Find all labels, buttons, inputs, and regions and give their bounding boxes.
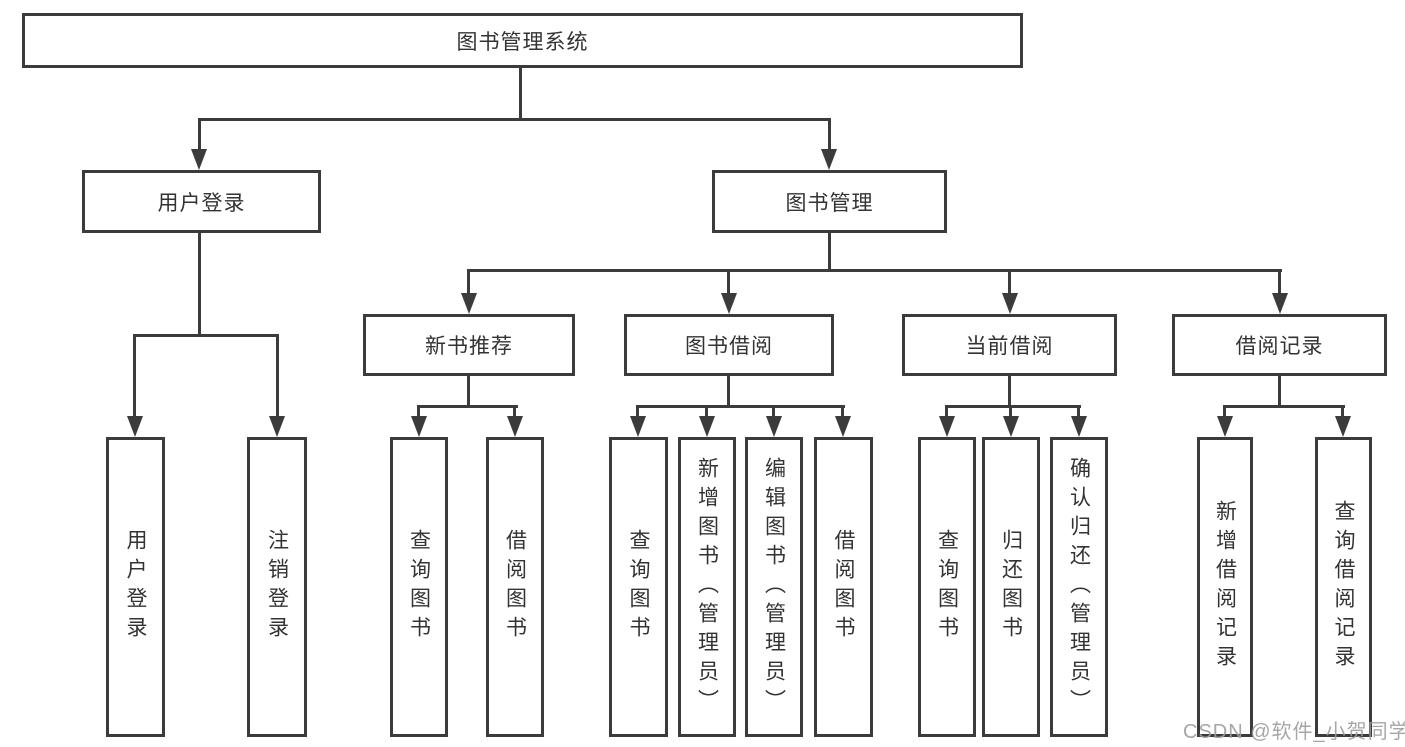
leaf-newbooks-borrow-books: 借阅图书 — [486, 437, 544, 737]
leaf-newbooks-query-books: 查询图书 — [390, 437, 448, 737]
connector-userlogin-stem — [198, 233, 201, 336]
connector-newbooks-stem — [467, 376, 470, 407]
node-library-management-system: 图书管理系统 — [22, 13, 1023, 68]
connector-bookmgmt-arm — [467, 269, 470, 295]
leaf-label: 归还图书 — [999, 529, 1023, 645]
arrow-down-icon — [835, 416, 851, 437]
connector-current-arm — [1009, 405, 1012, 419]
connector-newbooks-arm — [513, 405, 516, 419]
leaf-label: 借阅图书 — [832, 529, 855, 645]
connector-root-left-arm — [198, 118, 201, 152]
connector-userlogin-arm — [276, 334, 279, 419]
connector-root-right-arm — [828, 118, 831, 152]
connector-current-arm — [945, 405, 948, 419]
leaf-label: 查询图书 — [407, 529, 431, 645]
arrow-down-icon — [1002, 293, 1018, 314]
arrow-down-icon — [721, 293, 737, 314]
leaf-borrowing-edit-books-admin: 编辑图书（管理员） — [745, 437, 803, 737]
leaf-current-return-books: 归还图书 — [982, 437, 1040, 737]
leaf-current-query-books: 查询图书 — [918, 437, 976, 737]
connector-bookmgmt-stem — [828, 233, 831, 271]
leaf-logout: 注销登录 — [247, 437, 307, 737]
leaf-label: 借阅图书 — [503, 529, 527, 645]
node-new-book-recommendation: 新书推荐 — [363, 314, 575, 376]
leaf-borrowing-add-books-admin: 新增图书（管理员） — [678, 437, 736, 737]
arrow-down-icon — [191, 149, 207, 170]
connector-records-arm — [1341, 405, 1344, 419]
leaf-records-query-borrow-record: 查询借阅记录 — [1315, 437, 1372, 737]
arrow-down-icon — [1272, 293, 1288, 314]
leaf-label: 查询借阅记录 — [1332, 500, 1355, 674]
csdn-watermark: CSDN @软件_小贺同学 — [1183, 721, 1405, 743]
arrow-down-icon — [699, 416, 715, 437]
arrow-down-icon — [939, 416, 955, 437]
arrow-down-icon — [821, 149, 837, 170]
leaf-label: 新增图书（管理员） — [695, 456, 719, 718]
connector-bookmgmt-hbar — [467, 269, 1282, 272]
leaf-borrowing-borrow-books: 借阅图书 — [814, 437, 873, 737]
arrow-down-icon — [411, 416, 427, 437]
connector-userlogin-hbar — [133, 334, 279, 337]
connector-borrowing-arm — [772, 405, 775, 419]
connector-bookmgmt-arm — [1008, 269, 1011, 295]
connector-newbooks-arm — [417, 405, 420, 419]
arrow-down-icon — [1217, 416, 1233, 437]
arrow-down-icon — [127, 416, 143, 437]
connector-borrowing-hbar — [636, 405, 845, 408]
arrow-down-icon — [1071, 416, 1087, 437]
connector-current-hbar — [945, 405, 1081, 408]
arrow-down-icon — [507, 416, 523, 437]
arrow-down-icon — [461, 293, 477, 314]
leaf-current-confirm-return-admin: 确认归还（管理员） — [1050, 437, 1108, 737]
leaf-borrowing-query-books: 查询图书 — [609, 437, 668, 737]
leaf-label: 查询图书 — [935, 529, 959, 645]
leaf-records-add-borrow-record: 新增借阅记录 — [1197, 437, 1253, 737]
connector-records-stem — [1278, 376, 1281, 407]
arrow-down-icon — [269, 416, 285, 437]
arrow-down-icon — [766, 416, 782, 437]
leaf-user-login: 用户登录 — [106, 437, 165, 737]
connector-userlogin-arm — [133, 334, 136, 419]
leaf-label: 确认归还（管理员） — [1067, 456, 1091, 718]
node-book-borrowing: 图书借阅 — [624, 314, 834, 376]
arrow-down-icon — [1003, 416, 1019, 437]
leaf-label: 用户登录 — [124, 529, 147, 645]
leaf-label: 编辑图书（管理员） — [762, 456, 786, 718]
connector-root-stem — [519, 68, 522, 120]
arrow-down-icon — [1335, 416, 1351, 437]
connector-borrowing-stem — [727, 376, 730, 407]
connector-records-arm — [1223, 405, 1226, 419]
node-user-login: 用户登录 — [82, 170, 321, 233]
connector-borrowing-arm — [636, 405, 639, 419]
connector-bookmgmt-arm — [727, 269, 730, 295]
connector-current-arm — [1077, 405, 1080, 419]
node-current-borrowing: 当前借阅 — [902, 314, 1117, 376]
node-book-management: 图书管理 — [712, 170, 947, 233]
connector-bookmgmt-arm — [1278, 269, 1281, 295]
connector-newbooks-hbar — [417, 405, 518, 408]
leaf-label: 注销登录 — [265, 529, 289, 645]
leaf-label: 新增借阅记录 — [1213, 500, 1237, 674]
connector-root-hbar — [198, 118, 831, 121]
connector-borrowing-arm — [841, 405, 844, 419]
connector-records-hbar — [1223, 405, 1345, 408]
leaf-label: 查询图书 — [627, 529, 650, 645]
arrow-down-icon — [630, 416, 646, 437]
connector-borrowing-arm — [705, 405, 708, 419]
node-borrowing-records: 借阅记录 — [1172, 314, 1387, 376]
connector-current-stem — [1008, 376, 1011, 407]
